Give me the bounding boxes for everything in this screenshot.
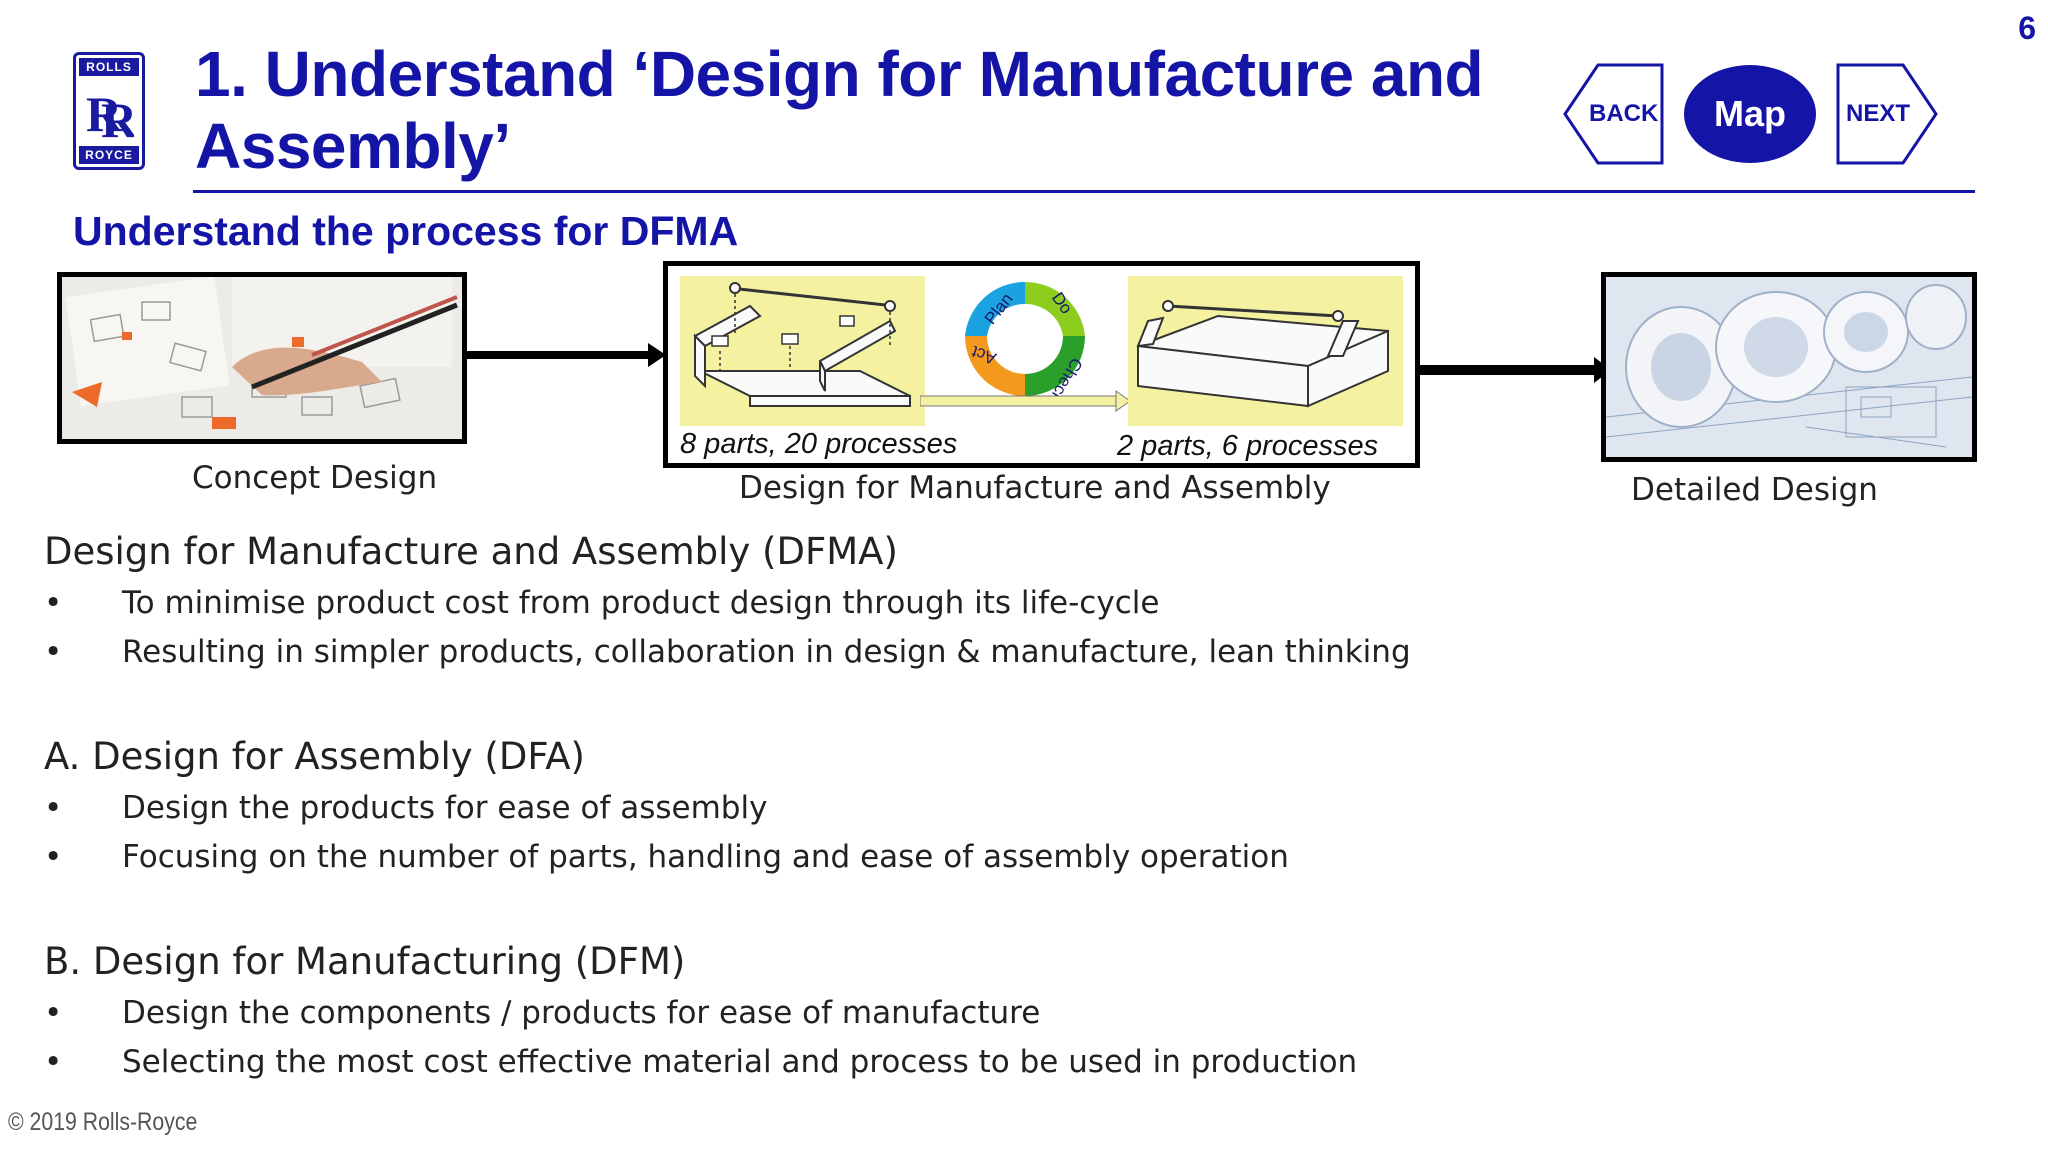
before-assembly-image: [680, 276, 925, 426]
improvement-arrow: [920, 390, 1131, 412]
arrow-dfma-to-detailed: [1418, 357, 1611, 383]
dfm-heading: B. Design for Manufacturing (DFM): [44, 940, 686, 983]
next-button[interactable]: NEXT: [1836, 63, 1938, 165]
back-button-label: BACK: [1589, 100, 1659, 127]
copyright-notice: © 2019 Rolls-Royce: [8, 1108, 198, 1136]
next-button-label: NEXT: [1846, 100, 1911, 127]
back-arrow-icon: [1563, 63, 1664, 165]
before-parts-label: 8 parts, 20 processes: [680, 428, 958, 460]
detailed-design-caption: Detailed Design: [1631, 472, 1878, 508]
section-subtitle: Understand the process for DFMA: [73, 208, 739, 254]
rr-monogram-icon: R R: [86, 86, 134, 145]
page-number: 6: [2018, 10, 2036, 46]
svg-text:R: R: [86, 86, 123, 142]
map-button[interactable]: Map: [1684, 65, 1816, 163]
pdca-cycle-icon: Plan Do Check Act: [965, 281, 1086, 404]
dfma-caption: Design for Manufacture and Assembly: [739, 470, 1331, 506]
title-underline: [193, 190, 1975, 193]
next-arrow-icon: [1836, 63, 1938, 165]
list-item: •Design the components / products for ea…: [44, 995, 1041, 1031]
dfa-heading: A. Design for Assembly (DFA): [44, 735, 585, 778]
dfma-heading: Design for Manufacture and Assembly (DFM…: [44, 530, 898, 573]
logo-bottom-text: ROYCE: [79, 146, 139, 164]
list-item: •Resulting in simpler products, collabor…: [44, 634, 1411, 670]
detailed-design-image: [1601, 272, 1977, 462]
back-button[interactable]: BACK: [1563, 63, 1665, 165]
list-item: •Selecting the most cost effective mater…: [44, 1044, 1358, 1080]
svg-text:R: R: [101, 92, 134, 145]
concept-design-caption: Concept Design: [192, 460, 438, 496]
after-parts-label: 2 parts, 6 processes: [1117, 430, 1379, 462]
dfma-diagram-box: Plan Do Check Act 8 parts, 20 processes …: [663, 261, 1420, 468]
arrow-concept-to-dfma: [462, 343, 666, 367]
list-item: •Design the products for ease of assembl…: [44, 790, 768, 826]
list-item: •To minimise product cost from product d…: [44, 585, 1160, 621]
list-item: •Focusing on the number of parts, handli…: [44, 839, 1289, 875]
logo-top-text: ROLLS: [79, 58, 139, 76]
rolls-royce-logo: ROLLS R R ROYCE: [73, 52, 145, 170]
concept-design-image: [57, 272, 467, 444]
page-title: 1. Understand ‘Design for Manufacture an…: [195, 38, 1484, 182]
after-assembly-image: [1128, 276, 1403, 426]
